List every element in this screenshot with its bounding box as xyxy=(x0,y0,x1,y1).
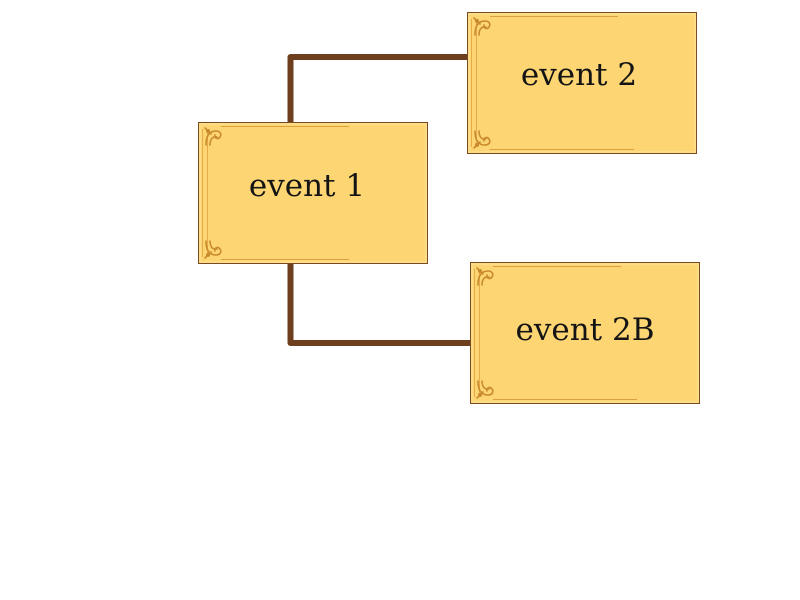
node-bottom-rule xyxy=(490,149,634,150)
node-label: event 2 xyxy=(520,57,638,93)
node-top-rule xyxy=(493,266,621,267)
ornamental-corner-icon xyxy=(473,17,491,36)
ornamental-corner-icon xyxy=(204,240,222,259)
node-bottom-rule xyxy=(493,399,637,400)
node-frame-line xyxy=(474,269,480,397)
node-top-rule xyxy=(221,126,349,127)
ornamental-corner-icon xyxy=(476,267,494,286)
node-frame-line xyxy=(202,129,208,257)
node-bottom-rule xyxy=(221,259,349,260)
node-label: event 2B xyxy=(515,312,655,348)
ornamental-corner-icon xyxy=(476,380,494,399)
node-event-1[interactable]: event 1 xyxy=(198,122,428,264)
connector-event-1-to-event-2 xyxy=(287,54,470,125)
node-frame-line xyxy=(471,19,477,147)
connector-event-1-to-event-2b xyxy=(287,261,473,346)
ornamental-corner-icon xyxy=(473,130,491,149)
ornamental-corner-icon xyxy=(204,127,222,146)
node-event-2[interactable]: event 2 xyxy=(467,12,697,154)
node-top-rule xyxy=(490,16,618,17)
node-label: event 1 xyxy=(248,168,366,204)
node-event-2b[interactable]: event 2B xyxy=(470,262,700,404)
